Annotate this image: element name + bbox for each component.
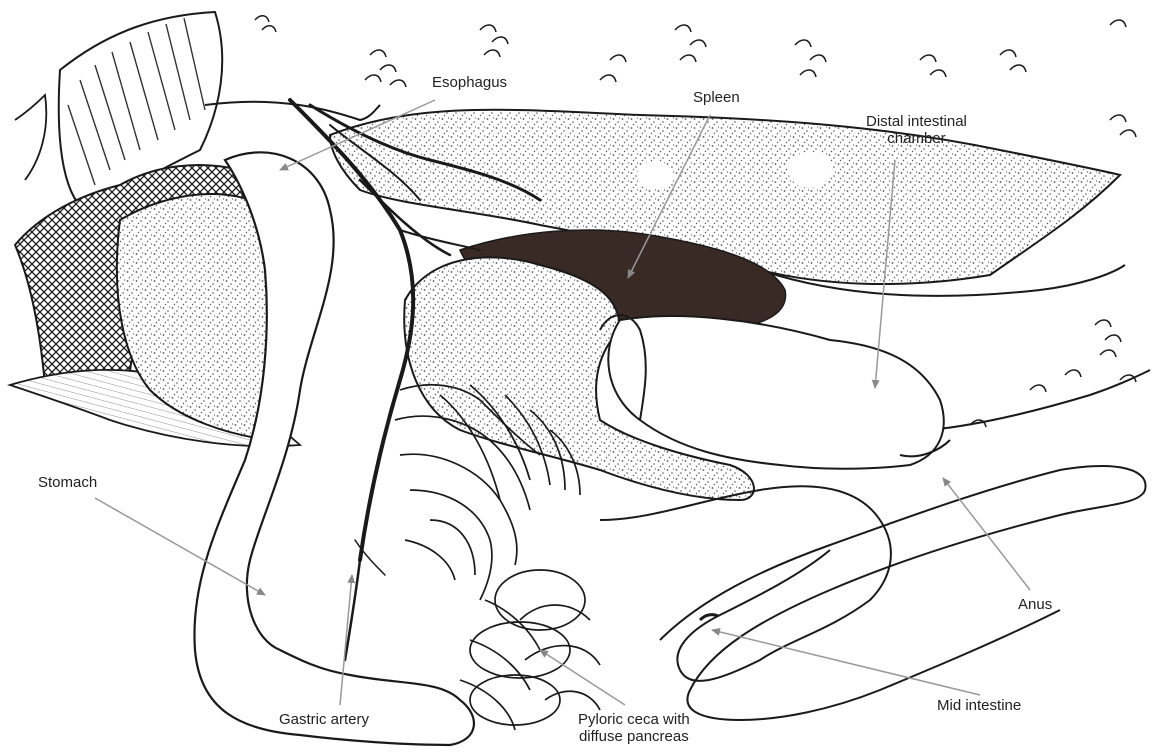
label-distal-line1: Distal intestinal xyxy=(866,113,967,130)
label-distal-intestinal-chamber: Distal intestinal chamber xyxy=(866,113,967,147)
label-gastric-artery: Gastric artery xyxy=(279,711,369,728)
label-esophagus: Esophagus xyxy=(432,74,507,91)
label-pyloric-ceca: Pyloric ceca with diffuse pancreas xyxy=(578,711,690,745)
mid-intestine-arrow xyxy=(712,630,980,695)
body-outline-belly xyxy=(930,370,1150,430)
anus-arrow xyxy=(943,478,1030,590)
label-distal-line2: chamber xyxy=(866,130,967,147)
label-spleen: Spleen xyxy=(693,89,740,106)
label-mid-intestine: Mid intestine xyxy=(937,697,1021,714)
label-anus: Anus xyxy=(1018,596,1052,613)
pyloric-arrow xyxy=(540,650,625,705)
label-pyloric-line2: diffuse pancreas xyxy=(578,728,690,745)
label-stomach: Stomach xyxy=(38,474,97,491)
label-pyloric-line1: Pyloric ceca with xyxy=(578,711,690,728)
